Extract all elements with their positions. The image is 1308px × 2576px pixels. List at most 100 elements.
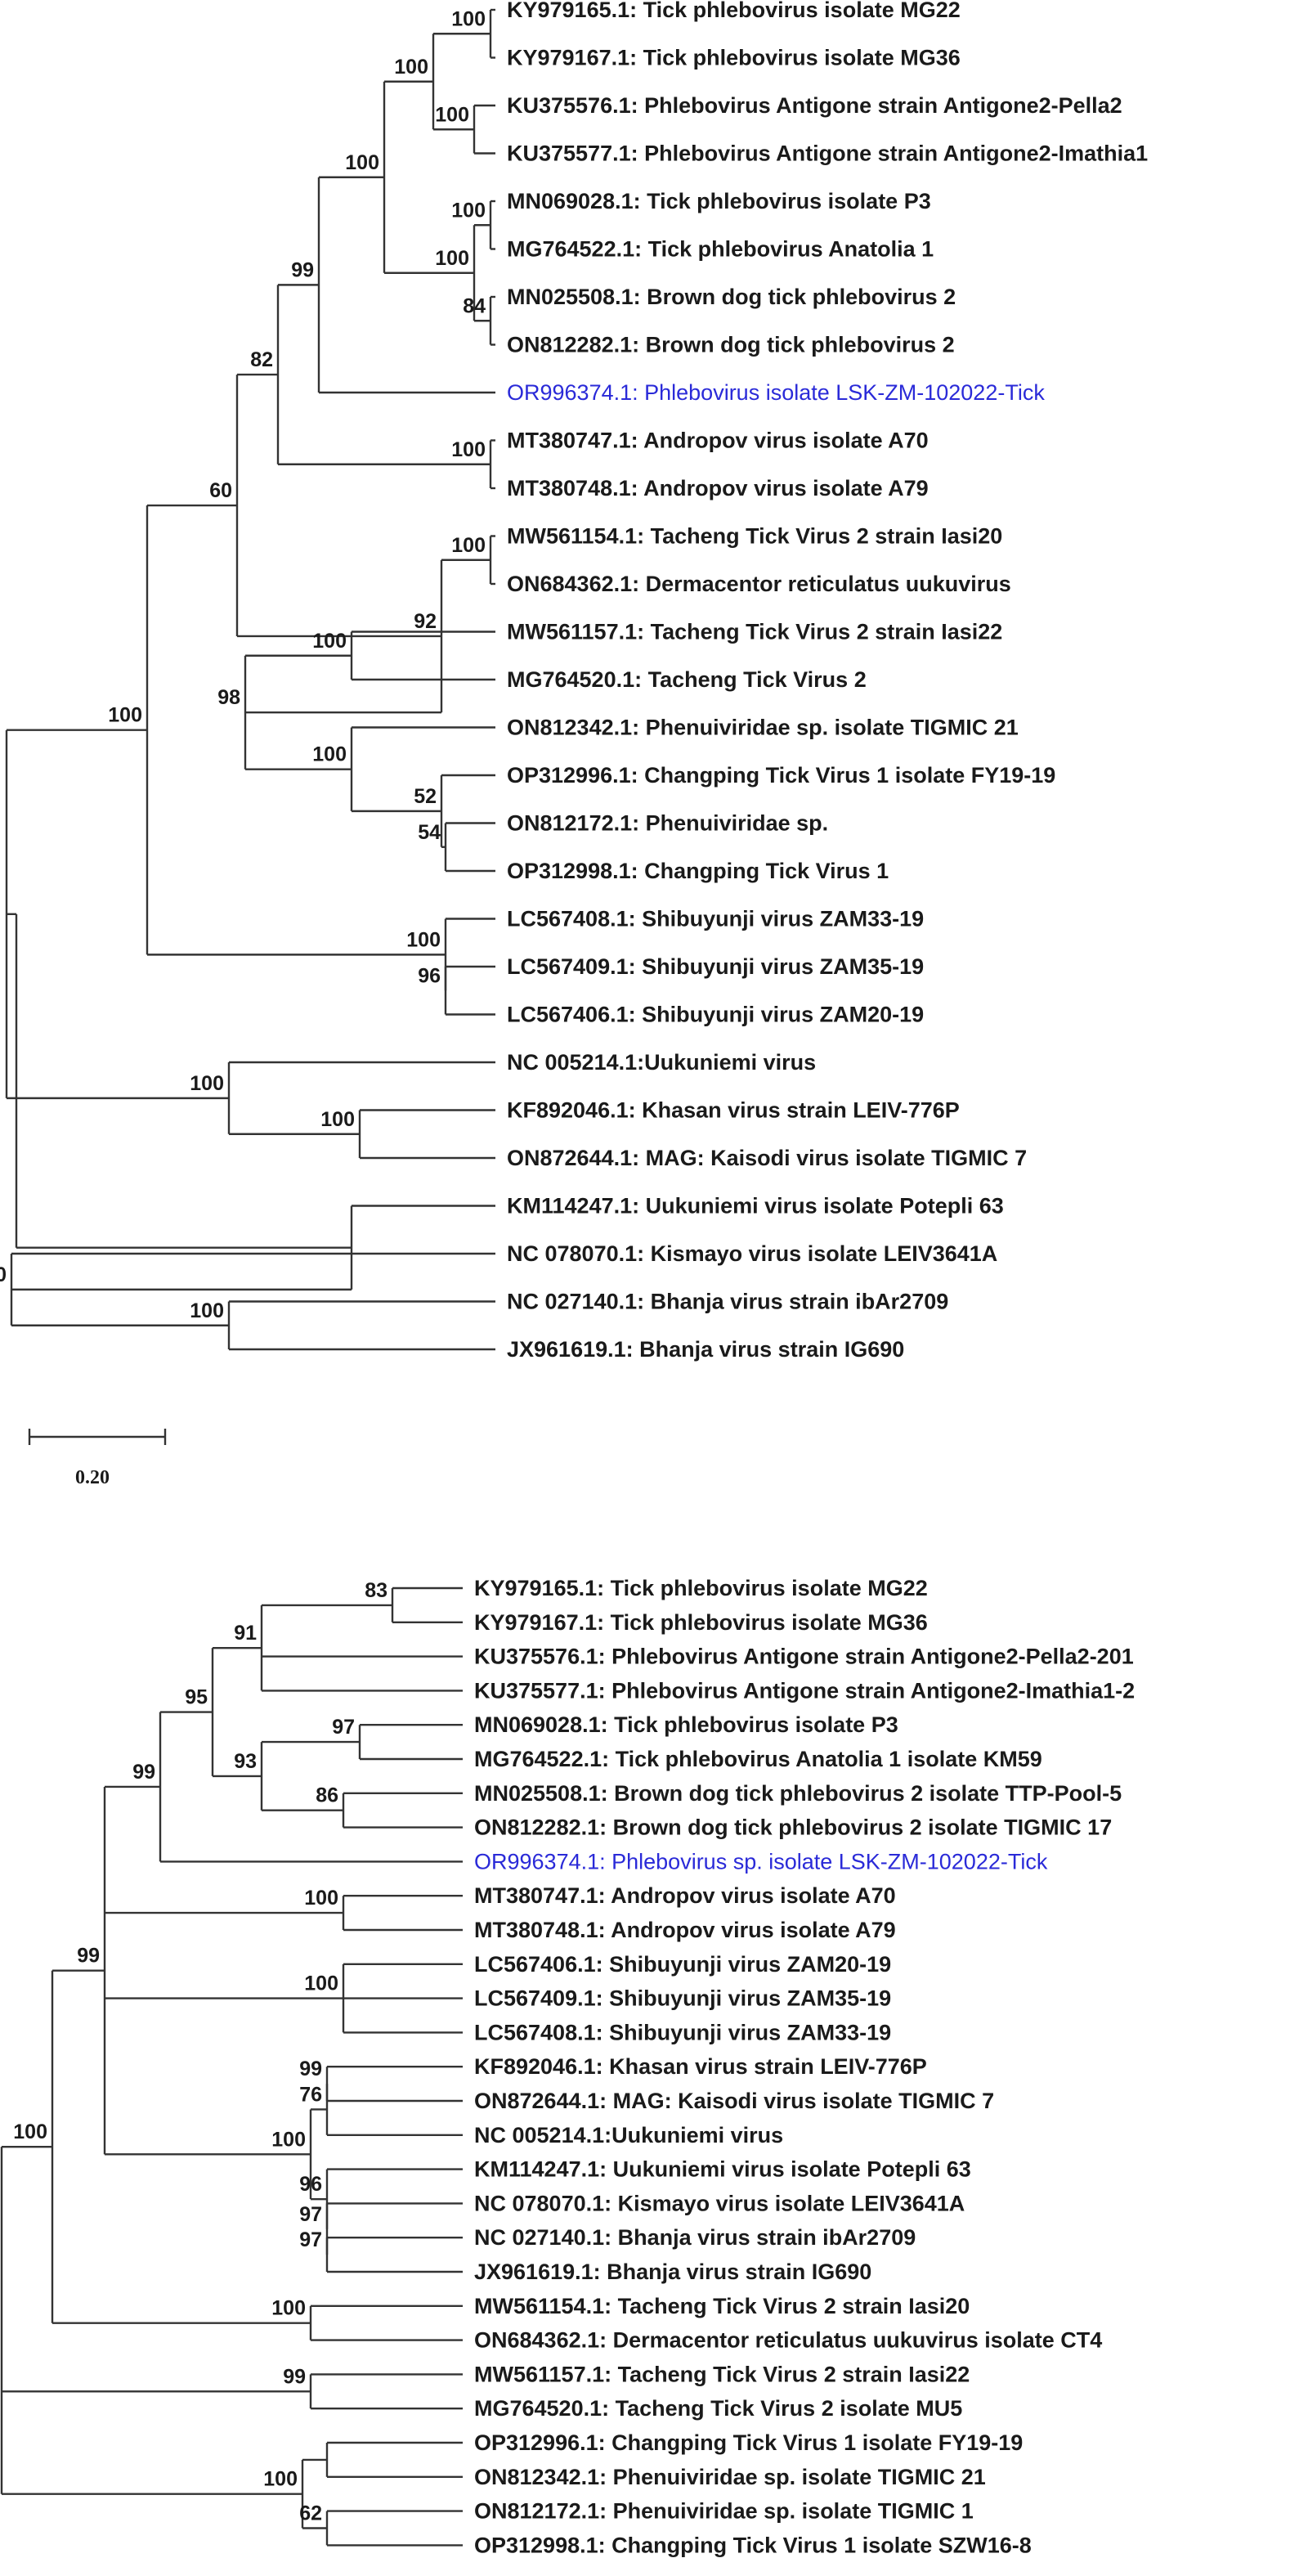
taxon-label: LC567408.1: Shibuyunji virus ZAM33-19 [474, 2020, 891, 2044]
taxon-label: KU375577.1: Phlebovirus Antigone strain … [507, 141, 1148, 166]
bootstrap-value: 52 [414, 785, 437, 808]
taxon-label: ON872644.1: MAG: Kaisodi virus isolate T… [507, 1146, 1027, 1170]
taxon-label: NC 027140.1: Bhanja virus strain ibAr270… [474, 2225, 916, 2250]
taxon-label: KY979167.1: Tick phlebovirus isolate MG3… [474, 1610, 928, 1635]
bootstrap-value: 97 [299, 2228, 322, 2251]
taxon-label: MN025508.1: Brown dog tick phlebovirus 2 [507, 285, 956, 309]
taxon-label: MW561157.1: Tacheng Tick Virus 2 strain … [474, 2362, 970, 2386]
taxon-label: MN025508.1: Brown dog tick phlebovirus 2… [474, 1781, 1122, 1806]
bootstrap-value: 96 [299, 2173, 322, 2196]
taxon-label: MW561154.1: Tacheng Tick Virus 2 strain … [507, 524, 1002, 549]
taxon-label: NC 005214.1:Uukuniemi virus [474, 2123, 783, 2147]
bootstrap-value: 60 [209, 479, 232, 502]
taxon-label: ON684362.1: Dermacentor reticulatus uuku… [474, 2328, 1102, 2353]
taxon-label: KU375576.1: Phlebovirus Antigone strain … [474, 1645, 1134, 1669]
bootstrap-value: 100 [13, 2120, 47, 2143]
taxon-label: MG764520.1: Tacheng Tick Virus 2 isolate… [474, 2396, 962, 2421]
taxon-label: LC567409.1: Shibuyunji virus ZAM35-19 [507, 954, 924, 979]
bootstrap-value: 99 [291, 258, 314, 281]
taxon-label: ON812282.1: Brown dog tick phlebovirus 2 [507, 333, 955, 357]
bootstrap-value: 91 [234, 1622, 257, 1645]
bootstrap-value: 100 [0, 1263, 7, 1286]
taxon-label: NC 027140.1: Bhanja virus strain ibAr270… [507, 1290, 948, 1314]
taxon-label: MN069028.1: Tick phlebovirus isolate P3 [474, 1712, 898, 1737]
bootstrap-value: 100 [451, 534, 486, 557]
bootstrap-value: 100 [263, 2468, 298, 2491]
bootstrap-value: 100 [451, 438, 486, 461]
taxon-label: MG764520.1: Tacheng Tick Virus 2 [507, 667, 867, 692]
bootstrap-value: 100 [451, 199, 486, 222]
scale-bar: 0.20 [28, 1429, 167, 1488]
taxon-label: LC567406.1: Shibuyunji virus ZAM20-19 [474, 1952, 891, 1977]
taxon-label: NC 005214.1:Uukuniemi virus [507, 1050, 816, 1075]
taxon-label: MT380747.1: Andropov virus isolate A70 [474, 1883, 896, 1908]
taxon-label: KU375577.1: Phlebovirus Antigone strain … [474, 1678, 1135, 1703]
bootstrap-value: 99 [132, 1761, 155, 1784]
bootstrap-value: 86 [316, 1784, 338, 1807]
bootstrap-value: 99 [299, 2058, 322, 2080]
taxon-label: LC567408.1: Shibuyunji virus ZAM33-19 [507, 907, 924, 931]
bootstrap-value: 100 [271, 2128, 306, 2151]
taxon-label: KY979165.1: Tick phlebovirus isolate MG2… [474, 1576, 928, 1600]
bootstrap-value: 100 [312, 630, 347, 653]
taxon-label: MG764522.1: Tick phlebovirus Anatolia 1 … [474, 1747, 1042, 1771]
scale-bar-label: 0.20 [75, 1467, 110, 1488]
taxon-label: NC 078070.1: Kismayo virus isolate LEIV3… [474, 2191, 965, 2215]
taxon-label: NC 078070.1: Kismayo virus isolate LEIV3… [507, 1241, 997, 1266]
bootstrap-value: 100 [394, 56, 428, 79]
taxon-label: ON812172.1: Phenuiviridae sp. isolate TI… [474, 2499, 974, 2524]
highlighted-taxon-label: OR996374.1: Phlebovirus sp. isolate LSK-… [474, 1849, 1048, 1874]
bootstrap-value: 96 [418, 964, 441, 987]
bootstrap-value: 62 [299, 2502, 322, 2525]
taxon-label: LC567409.1: Shibuyunji virus ZAM35-19 [474, 1986, 891, 2011]
tree-top: 100 60 82 99 100 100 100 KY979165.1: Tick phleb… [0, 0, 1148, 1362]
bootstrap-value: 82 [250, 348, 273, 371]
highlighted-taxon-label: OR996374.1: Phlebovirus isolate LSK-ZM-1… [507, 380, 1045, 405]
taxon-label: KY979165.1: Tick phlebovirus isolate MG2… [507, 0, 961, 22]
taxon-label: KM114247.1: Uukuniemi virus isolate Pote… [474, 2157, 971, 2182]
taxon-label: KM114247.1: Uukuniemi virus isolate Pote… [507, 1194, 1004, 1218]
taxon-label: KU375576.1: Phlebovirus Antigone strain … [507, 93, 1122, 118]
bootstrap-value: 100 [108, 704, 142, 727]
taxon-label: KF892046.1: Khasan virus strain LEIV-776… [474, 2054, 927, 2079]
bootstrap-value: 100 [304, 1972, 338, 1995]
bootstrap-value: 76 [299, 2083, 322, 2106]
bootstrap-value: 54 [418, 821, 441, 844]
taxon-label: MN069028.1: Tick phlebovirus isolate P3 [507, 189, 931, 213]
bootstrap-value: 83 [365, 1579, 387, 1602]
bootstrap-value: 100 [406, 928, 441, 951]
bootstrap-value: 92 [414, 610, 437, 633]
taxon-label: JX961619.1: Bhanja virus strain IG690 [474, 2260, 871, 2284]
bootstrap-value: 98 [217, 686, 240, 709]
bootstrap-value: 95 [185, 1686, 208, 1709]
bootstrap-value: 100 [345, 151, 379, 174]
taxon-label: OP312996.1: Changping Tick Virus 1 isola… [507, 763, 1055, 788]
taxon-label: JX961619.1: Bhanja virus strain IG690 [507, 1337, 904, 1362]
bootstrap-value: 100 [320, 1108, 355, 1131]
tree-bottom: 100 99 99 95 91 83 KY979165.1: Tick phleboviru… [0, 1576, 1135, 2557]
bootstrap-value: 100 [190, 1072, 224, 1095]
bootstrap-value: 99 [283, 2365, 306, 2388]
taxon-label: ON812282.1: Brown dog tick phlebovirus 2… [474, 1815, 1112, 1840]
taxon-label: OP312996.1: Changping Tick Virus 1 isola… [474, 2430, 1023, 2455]
bootstrap-value: 100 [190, 1299, 224, 1322]
taxon-label: ON812342.1: Phenuiviridae sp. isolate TI… [507, 716, 1019, 740]
taxon-label: MW561157.1: Tacheng Tick Virus 2 strain … [507, 620, 1002, 644]
taxon-label: ON812342.1: Phenuiviridae sp. isolate TI… [474, 2465, 986, 2489]
taxon-label: ON872644.1: MAG: Kaisodi virus isolate T… [474, 2089, 994, 2113]
taxon-label: KF892046.1: Khasan virus strain LEIV-776… [507, 1098, 960, 1123]
bootstrap-value: 97 [299, 2203, 322, 2226]
bootstrap-value: 100 [304, 1887, 338, 1910]
bootstrap-value: 100 [435, 103, 469, 126]
bootstrap-value: 99 [77, 1945, 100, 1968]
taxon-label: ON684362.1: Dermacentor reticulatus uuku… [507, 572, 1011, 596]
bootstrap-value: 100 [435, 247, 469, 270]
bootstrap-value: 100 [451, 7, 486, 30]
taxon-label: MT380748.1: Andropov virus isolate A79 [507, 476, 929, 500]
taxon-label: ON812172.1: Phenuiviridae sp. [507, 811, 828, 836]
bootstrap-value: 100 [271, 2297, 306, 2320]
taxon-label: KY979167.1: Tick phlebovirus isolate MG3… [507, 46, 961, 70]
taxon-label: LC567406.1: Shibuyunji virus ZAM20-19 [507, 1003, 924, 1027]
taxon-label: MG764522.1: Tick phlebovirus Anatolia 1 [507, 237, 934, 262]
